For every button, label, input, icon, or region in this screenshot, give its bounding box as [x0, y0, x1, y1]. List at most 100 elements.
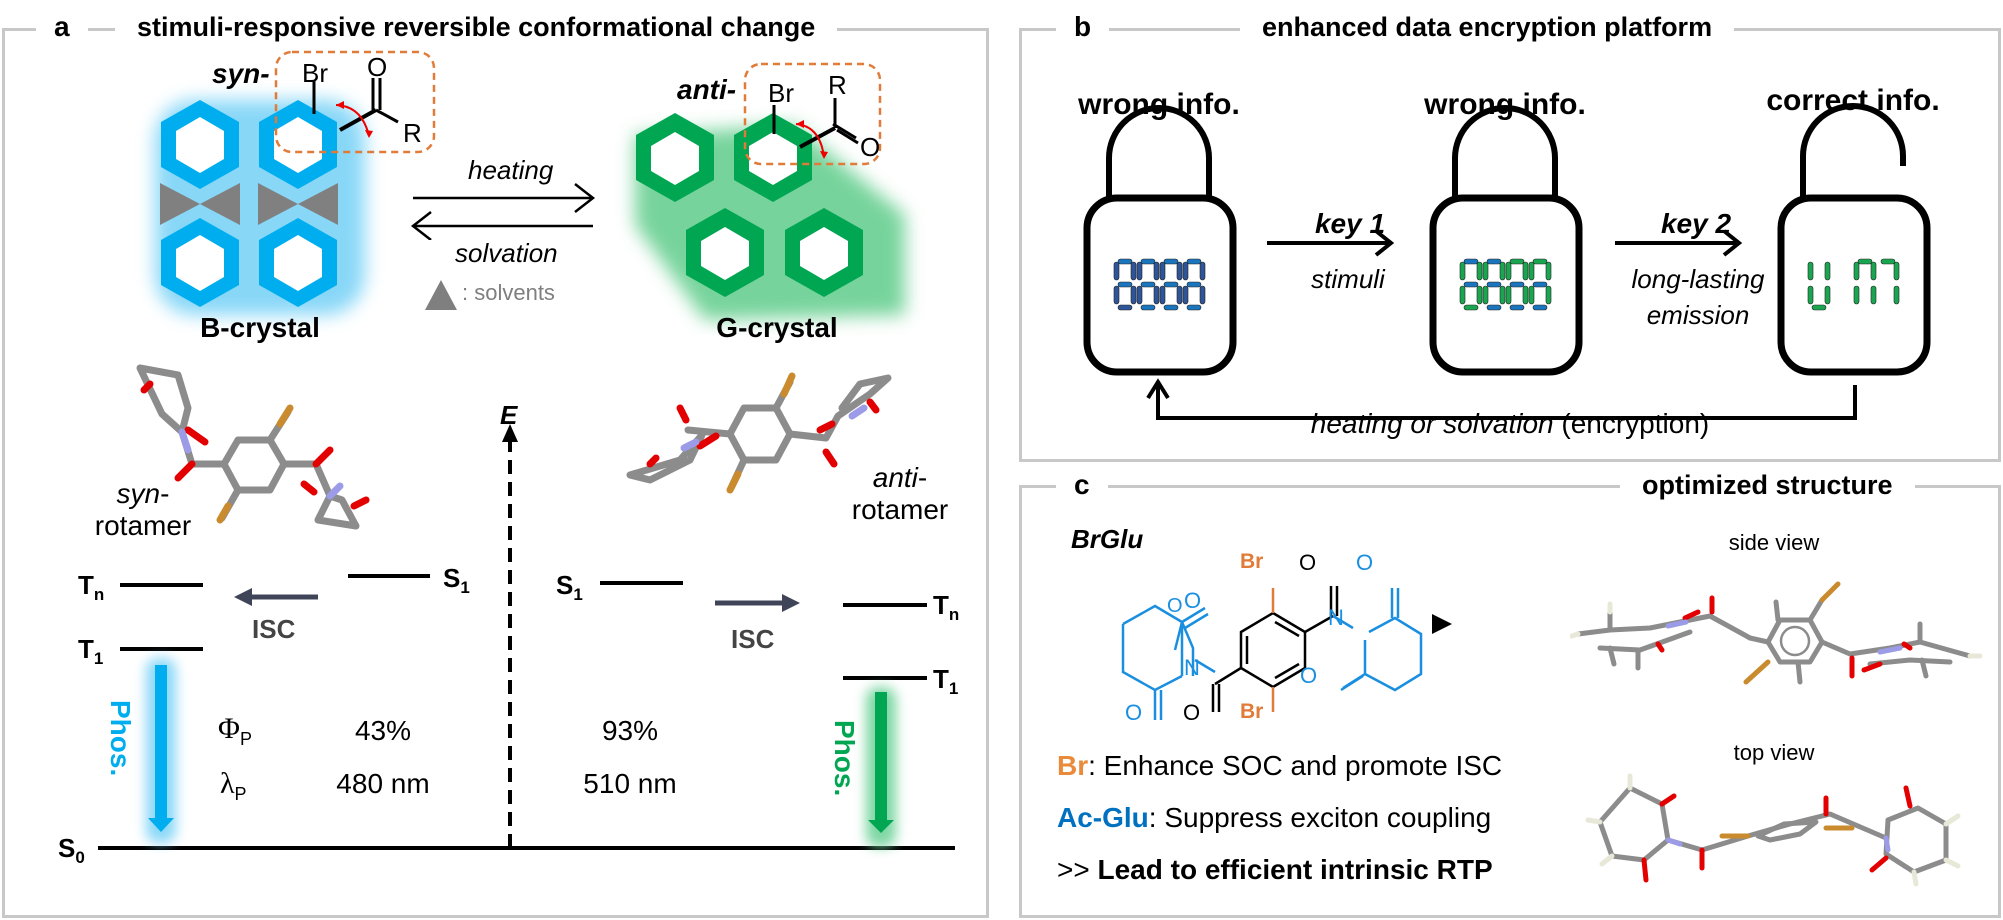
- top-view-label: top view: [1733, 740, 1815, 765]
- display-segment: [1186, 281, 1202, 288]
- t1-sub: 1: [948, 679, 959, 699]
- display-segment: [1824, 285, 1831, 305]
- left-n-atom: N: [1184, 655, 1200, 680]
- phi-glyph: Φ: [218, 712, 240, 745]
- syn-rotamer-italic: syn: [116, 478, 161, 509]
- lock-3-caption: correct info.: [1766, 84, 1940, 117]
- display-segment: [1870, 261, 1877, 281]
- g-crystal-lambda-value: 510 nm: [583, 768, 677, 799]
- display-segment: [1459, 285, 1466, 305]
- green-phos-label: Phos.: [829, 720, 860, 797]
- display-segment: [1880, 258, 1896, 265]
- tn-sub: n: [93, 585, 105, 605]
- display-segment: [1807, 285, 1814, 305]
- t1-letter: T: [78, 634, 94, 664]
- display-segment: [1505, 285, 1512, 305]
- s0-sub: 0: [75, 848, 85, 868]
- encryption-locks: [1083, 103, 1931, 420]
- display-segment: [1505, 261, 1512, 281]
- structure-to-model-arrow-icon: [1432, 614, 1452, 634]
- lock-1: [1083, 105, 1237, 376]
- syn-rotamer-label: syn- rotamer: [95, 478, 191, 542]
- syn-prefix: syn-: [212, 58, 270, 89]
- energy-axis-label: E: [500, 400, 518, 430]
- conclusion-text: Lead to efficient intrinsic RTP: [1097, 854, 1493, 885]
- g-crystal-lattice: [635, 113, 905, 320]
- display-segment: [1482, 261, 1489, 281]
- energy-axis-arrowhead: [502, 424, 518, 442]
- display-segment: [1857, 258, 1873, 265]
- right-o-atom-bottom: O: [1300, 663, 1318, 688]
- display-segment: [1463, 281, 1479, 288]
- lock-1-caption: wrong info.: [1078, 88, 1240, 121]
- s1-letter: S: [556, 570, 574, 600]
- display-segment: [1163, 304, 1179, 311]
- anti-rotamer-italic: anti: [872, 462, 918, 493]
- display-segment: [1893, 285, 1900, 305]
- loop-label-plain: (encryption): [1553, 408, 1710, 439]
- display-segment: [1853, 285, 1860, 305]
- display-segment: [1163, 258, 1179, 265]
- brglu-structure: O N: [1121, 586, 1423, 720]
- right-s1-label: S1: [556, 570, 583, 605]
- syn-br-atom: Br: [302, 58, 328, 88]
- panel-c-title: optimized structure: [1620, 470, 1915, 500]
- solvation-label: solvation: [455, 238, 558, 268]
- lock-2: [1429, 105, 1583, 376]
- right-n-atom: N: [1328, 605, 1344, 630]
- note-br-text: : Enhance SOC and promote ISC: [1088, 750, 1503, 781]
- left-o-atom-bottom: O: [1125, 700, 1143, 725]
- g-crystal-label: G-crystal: [716, 312, 838, 343]
- display-segment: [1113, 261, 1120, 281]
- lock-3-unlocked: [1777, 103, 1931, 376]
- left-o-atom-top: O: [1184, 588, 1202, 613]
- display-segment: [1870, 285, 1877, 305]
- lambda-glyph: λ: [220, 767, 235, 800]
- anti-rotamer-word: rotamer: [851, 494, 949, 525]
- g-crystal-phi-value: 93%: [601, 715, 659, 746]
- display-segment: [1117, 258, 1133, 265]
- display-segment: [1486, 258, 1502, 265]
- svg-text:O: O: [1167, 595, 1183, 617]
- anti-prefix: anti-: [677, 74, 737, 105]
- br-atom-top: Br: [1240, 550, 1264, 573]
- key2-label: key 2: [1660, 208, 1732, 239]
- encryption-loop-label: heating or solvation (encryption): [1311, 408, 1709, 440]
- display-segment: [1459, 261, 1466, 281]
- left-isc-label: ISC: [252, 614, 296, 644]
- display-segment: [1140, 281, 1156, 288]
- syn-r-group: R: [403, 118, 422, 148]
- conclusion: >> Lead to efficient intrinsic RTP: [1057, 854, 1493, 886]
- key1-label: key 1: [1314, 208, 1386, 239]
- display-segment: [1807, 261, 1814, 281]
- display-segment: [1153, 285, 1160, 305]
- display-segment: [1199, 285, 1206, 305]
- left-t1-label: T1: [78, 634, 103, 669]
- display-segment: [1499, 285, 1506, 305]
- display-segment: [1463, 304, 1479, 311]
- phi-symbol: ΦP: [218, 712, 252, 750]
- display-segment: [1486, 281, 1502, 288]
- note-br: Br: Enhance SOC and promote ISC: [1057, 750, 1502, 782]
- display-segment: [1811, 304, 1827, 311]
- display-segment: [1140, 258, 1156, 265]
- t1-letter: T: [933, 664, 949, 694]
- display-segment: [1486, 304, 1502, 311]
- panel-a-title: stimuli-responsive reversible conformati…: [115, 12, 838, 42]
- display-segment: [1528, 261, 1535, 281]
- b-crystal-lambda-value: 480 nm: [336, 768, 430, 799]
- display-segment: [1522, 261, 1529, 281]
- note-br-key: Br: [1057, 750, 1089, 781]
- display-segment: [1499, 261, 1506, 281]
- s1-sub: 1: [573, 585, 583, 605]
- display-segment: [1199, 261, 1206, 281]
- right-tn-label: Tn: [933, 590, 959, 625]
- key1-sub-label: stimuli: [1311, 264, 1385, 294]
- right-t1-label: T1: [933, 664, 958, 699]
- carbonyl-o-bottom: O: [1183, 700, 1201, 725]
- display-segment: [1163, 281, 1179, 288]
- display-segment: [1853, 261, 1860, 281]
- key2-sub-line1: long-lasting: [1631, 264, 1765, 294]
- display-segment: [1482, 285, 1489, 305]
- s1-sub: 1: [460, 578, 470, 598]
